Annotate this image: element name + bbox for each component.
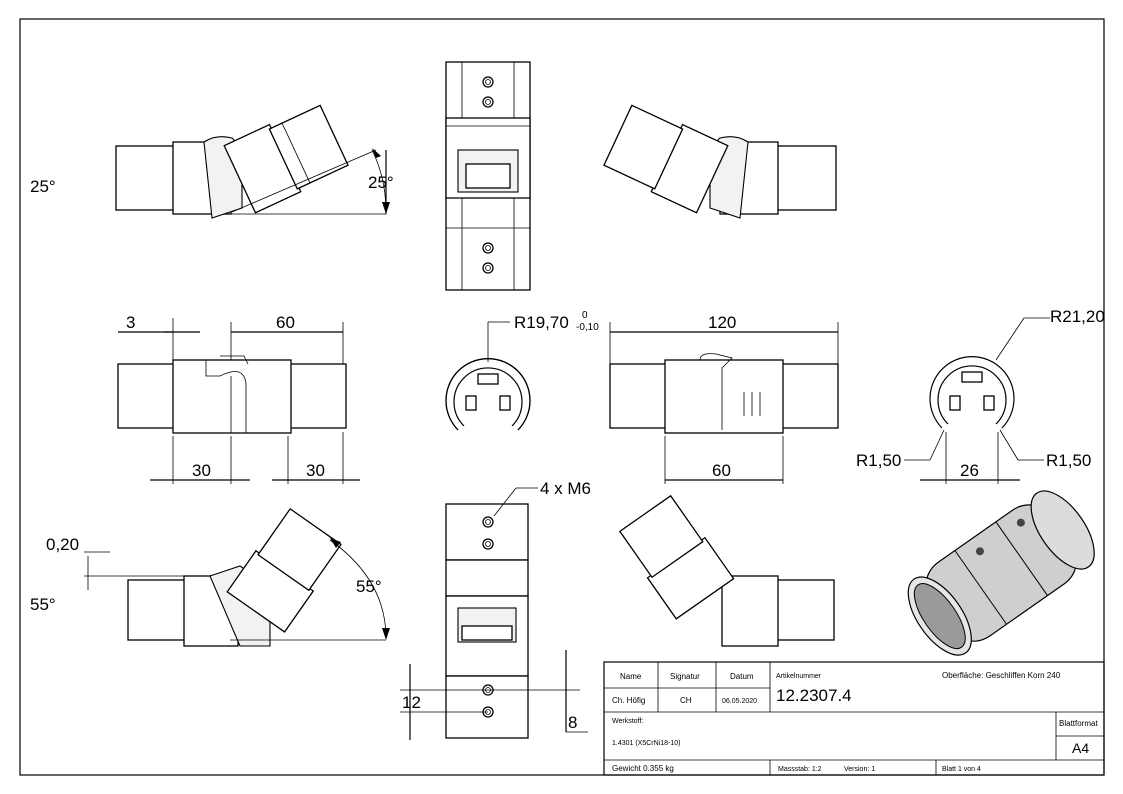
view-top-center bbox=[445, 61, 531, 291]
dim-0-20: 0,20 bbox=[46, 535, 79, 554]
tb-name-header: Name bbox=[620, 672, 642, 681]
view-section-center bbox=[445, 321, 531, 431]
view-straight-right bbox=[609, 322, 839, 484]
dim-30-b: 30 bbox=[306, 461, 325, 480]
tb-signatur-header: Signatur bbox=[670, 672, 700, 681]
sheet-border bbox=[19, 18, 1105, 776]
view-55deg-right bbox=[618, 494, 835, 647]
tb-blatt: Blatt 1 von 4 bbox=[942, 766, 981, 773]
dim-60-bottom: 60 bbox=[712, 461, 731, 480]
tb-datum: 06.05.2020 bbox=[722, 698, 757, 705]
view-straight-left bbox=[117, 318, 360, 484]
dim-r1-right: R1,50 bbox=[1046, 451, 1091, 470]
view-section-right bbox=[904, 317, 1050, 484]
dim-r1-left: R1,50 bbox=[856, 451, 901, 470]
view-25deg-left bbox=[115, 104, 390, 219]
tb-name: Ch. Höfig bbox=[612, 696, 645, 705]
tb-werkstoff: 1.4301 (X5CrNi18-10) bbox=[612, 740, 680, 747]
dim-12: 12 bbox=[402, 693, 421, 712]
dim-60-top: 60 bbox=[276, 313, 295, 332]
view-25deg-right bbox=[603, 104, 837, 219]
view-55deg-left bbox=[84, 507, 390, 647]
dim-3: 3 bbox=[126, 313, 135, 332]
dim-radius-inner-tol-lower: -0,10 bbox=[576, 322, 599, 333]
tb-artikelnummer-label: Artikelnummer bbox=[776, 673, 822, 680]
tb-werkstoff-label: Werkstoff: bbox=[612, 718, 643, 725]
label-angle-25-left: 25° bbox=[30, 177, 56, 196]
dim-radius-inner-tol-upper: 0 bbox=[582, 310, 588, 321]
tb-signatur: CH bbox=[680, 696, 692, 705]
tb-blattformat: A4 bbox=[1072, 740, 1089, 756]
tb-massstab: Massstab: 1:2 bbox=[778, 766, 822, 773]
tb-gewicht: Gewicht 0.355 kg bbox=[612, 764, 674, 773]
dim-thread: 4 x M6 bbox=[540, 479, 591, 498]
dim-120: 120 bbox=[708, 313, 736, 332]
view-top-bottom bbox=[400, 487, 588, 740]
dim-8: 8 bbox=[568, 713, 577, 732]
tb-datum-header: Datum bbox=[730, 672, 754, 681]
tb-oberflaeche: Oberfläche: Geschliffen Korn 240 bbox=[942, 671, 1061, 680]
dim-r21: R21,20 bbox=[1050, 307, 1105, 326]
tb-blattformat-label: Blattformat bbox=[1059, 719, 1098, 728]
label-angle-55-left: 55° bbox=[30, 595, 56, 614]
iso-view bbox=[907, 490, 1095, 656]
tb-version: Version: 1 bbox=[844, 766, 875, 773]
dim-30-a: 30 bbox=[192, 461, 211, 480]
title-block bbox=[603, 661, 1105, 776]
dim-radius-inner: R19,70 bbox=[514, 313, 569, 332]
dim-angle-55: 55° bbox=[356, 577, 382, 596]
tb-artikelnummer: 12.2307.4 bbox=[776, 686, 852, 705]
dim-angle-25: 25° bbox=[368, 173, 394, 192]
dim-26: 26 bbox=[960, 461, 979, 480]
